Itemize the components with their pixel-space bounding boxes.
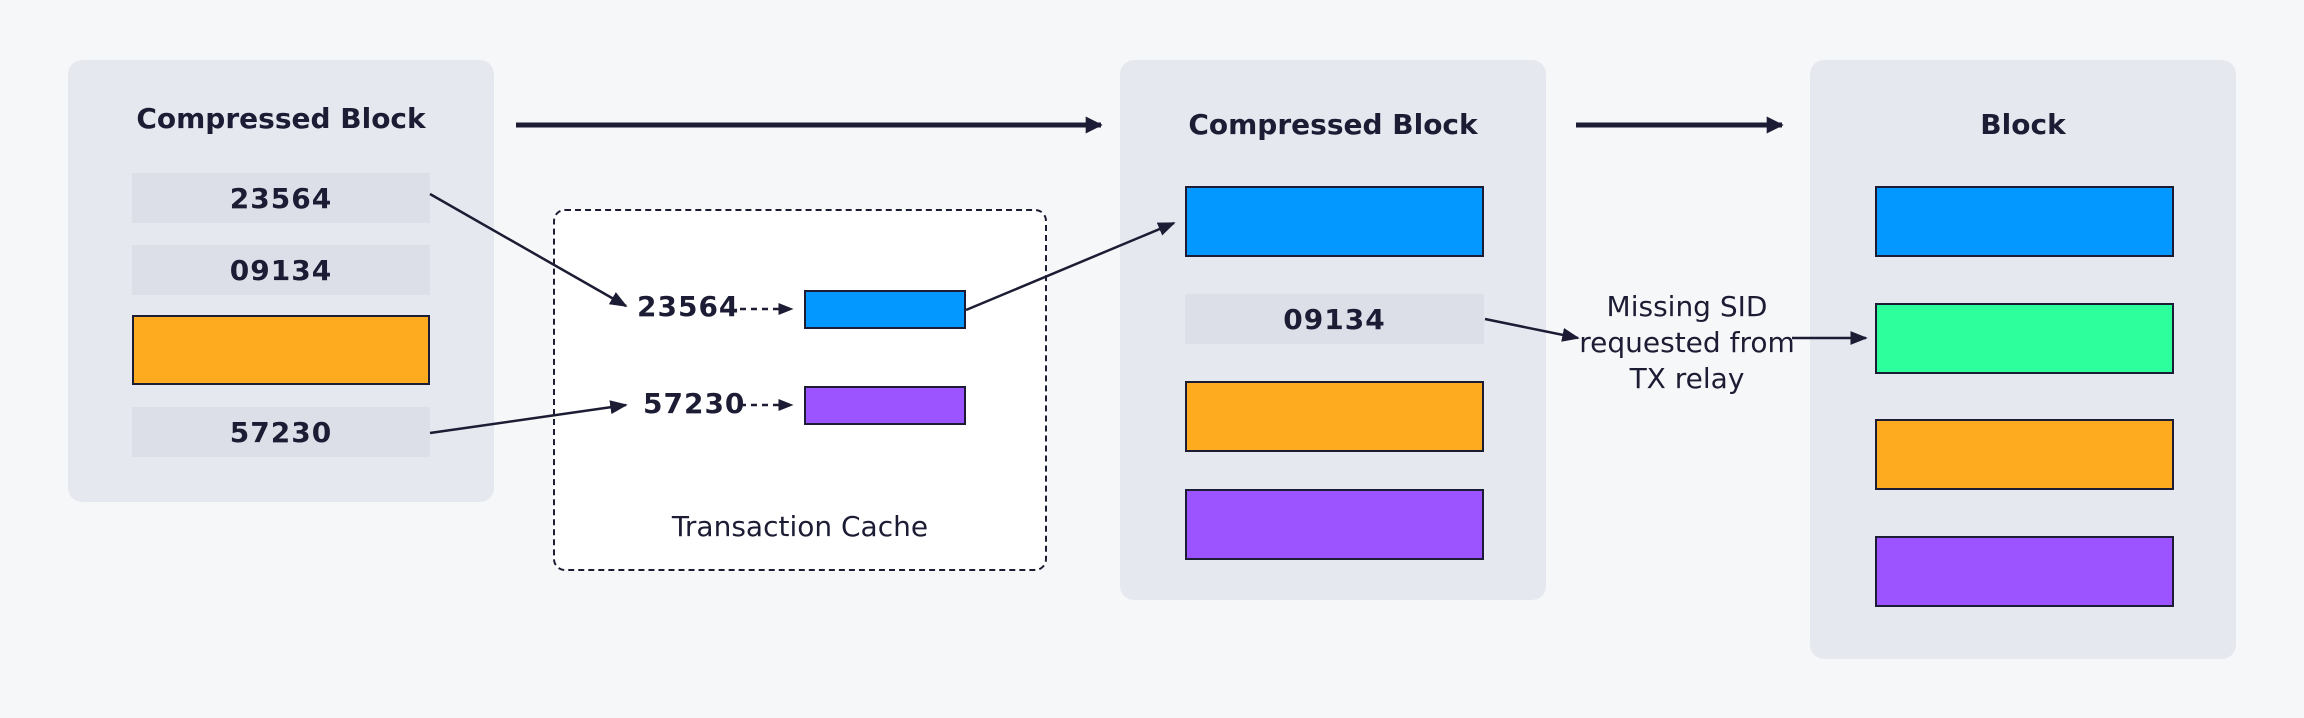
sid-23564: 23564 xyxy=(132,173,430,223)
transaction-purple xyxy=(1185,489,1484,560)
transaction-orange xyxy=(132,315,430,385)
panel-title: Compressed Block xyxy=(136,102,426,135)
transaction-blue xyxy=(1875,186,2174,257)
transaction-cache-label: Transaction Cache xyxy=(671,510,929,543)
lookup-arrow-57230 xyxy=(429,400,628,435)
cache-transaction-blue xyxy=(804,290,966,329)
missing-sid-arrow xyxy=(1484,317,1580,342)
lookup-arrow-23564 xyxy=(429,192,628,308)
sid-09134: 09134 xyxy=(132,245,430,295)
panel-title: Compressed Block xyxy=(1188,108,1478,141)
cache-sid-23564: 23564 xyxy=(637,290,740,323)
transaction-orange xyxy=(1185,381,1484,452)
missing-sid-note: Missing SID requested from TX relay xyxy=(1579,290,1795,395)
transaction-orange xyxy=(1875,419,2174,490)
transaction-purple xyxy=(1875,536,2174,607)
cache-to-block-arrow xyxy=(965,221,1176,312)
cache-sid-57230: 57230 xyxy=(643,387,746,420)
sid-57230: 57230 xyxy=(132,407,430,457)
panel-title: Block xyxy=(1980,108,2066,141)
sid-09134-missing: 09134 xyxy=(1185,294,1484,344)
transaction-blue xyxy=(1185,186,1484,257)
cache-transaction-purple xyxy=(804,386,966,425)
transaction-green xyxy=(1875,303,2174,374)
